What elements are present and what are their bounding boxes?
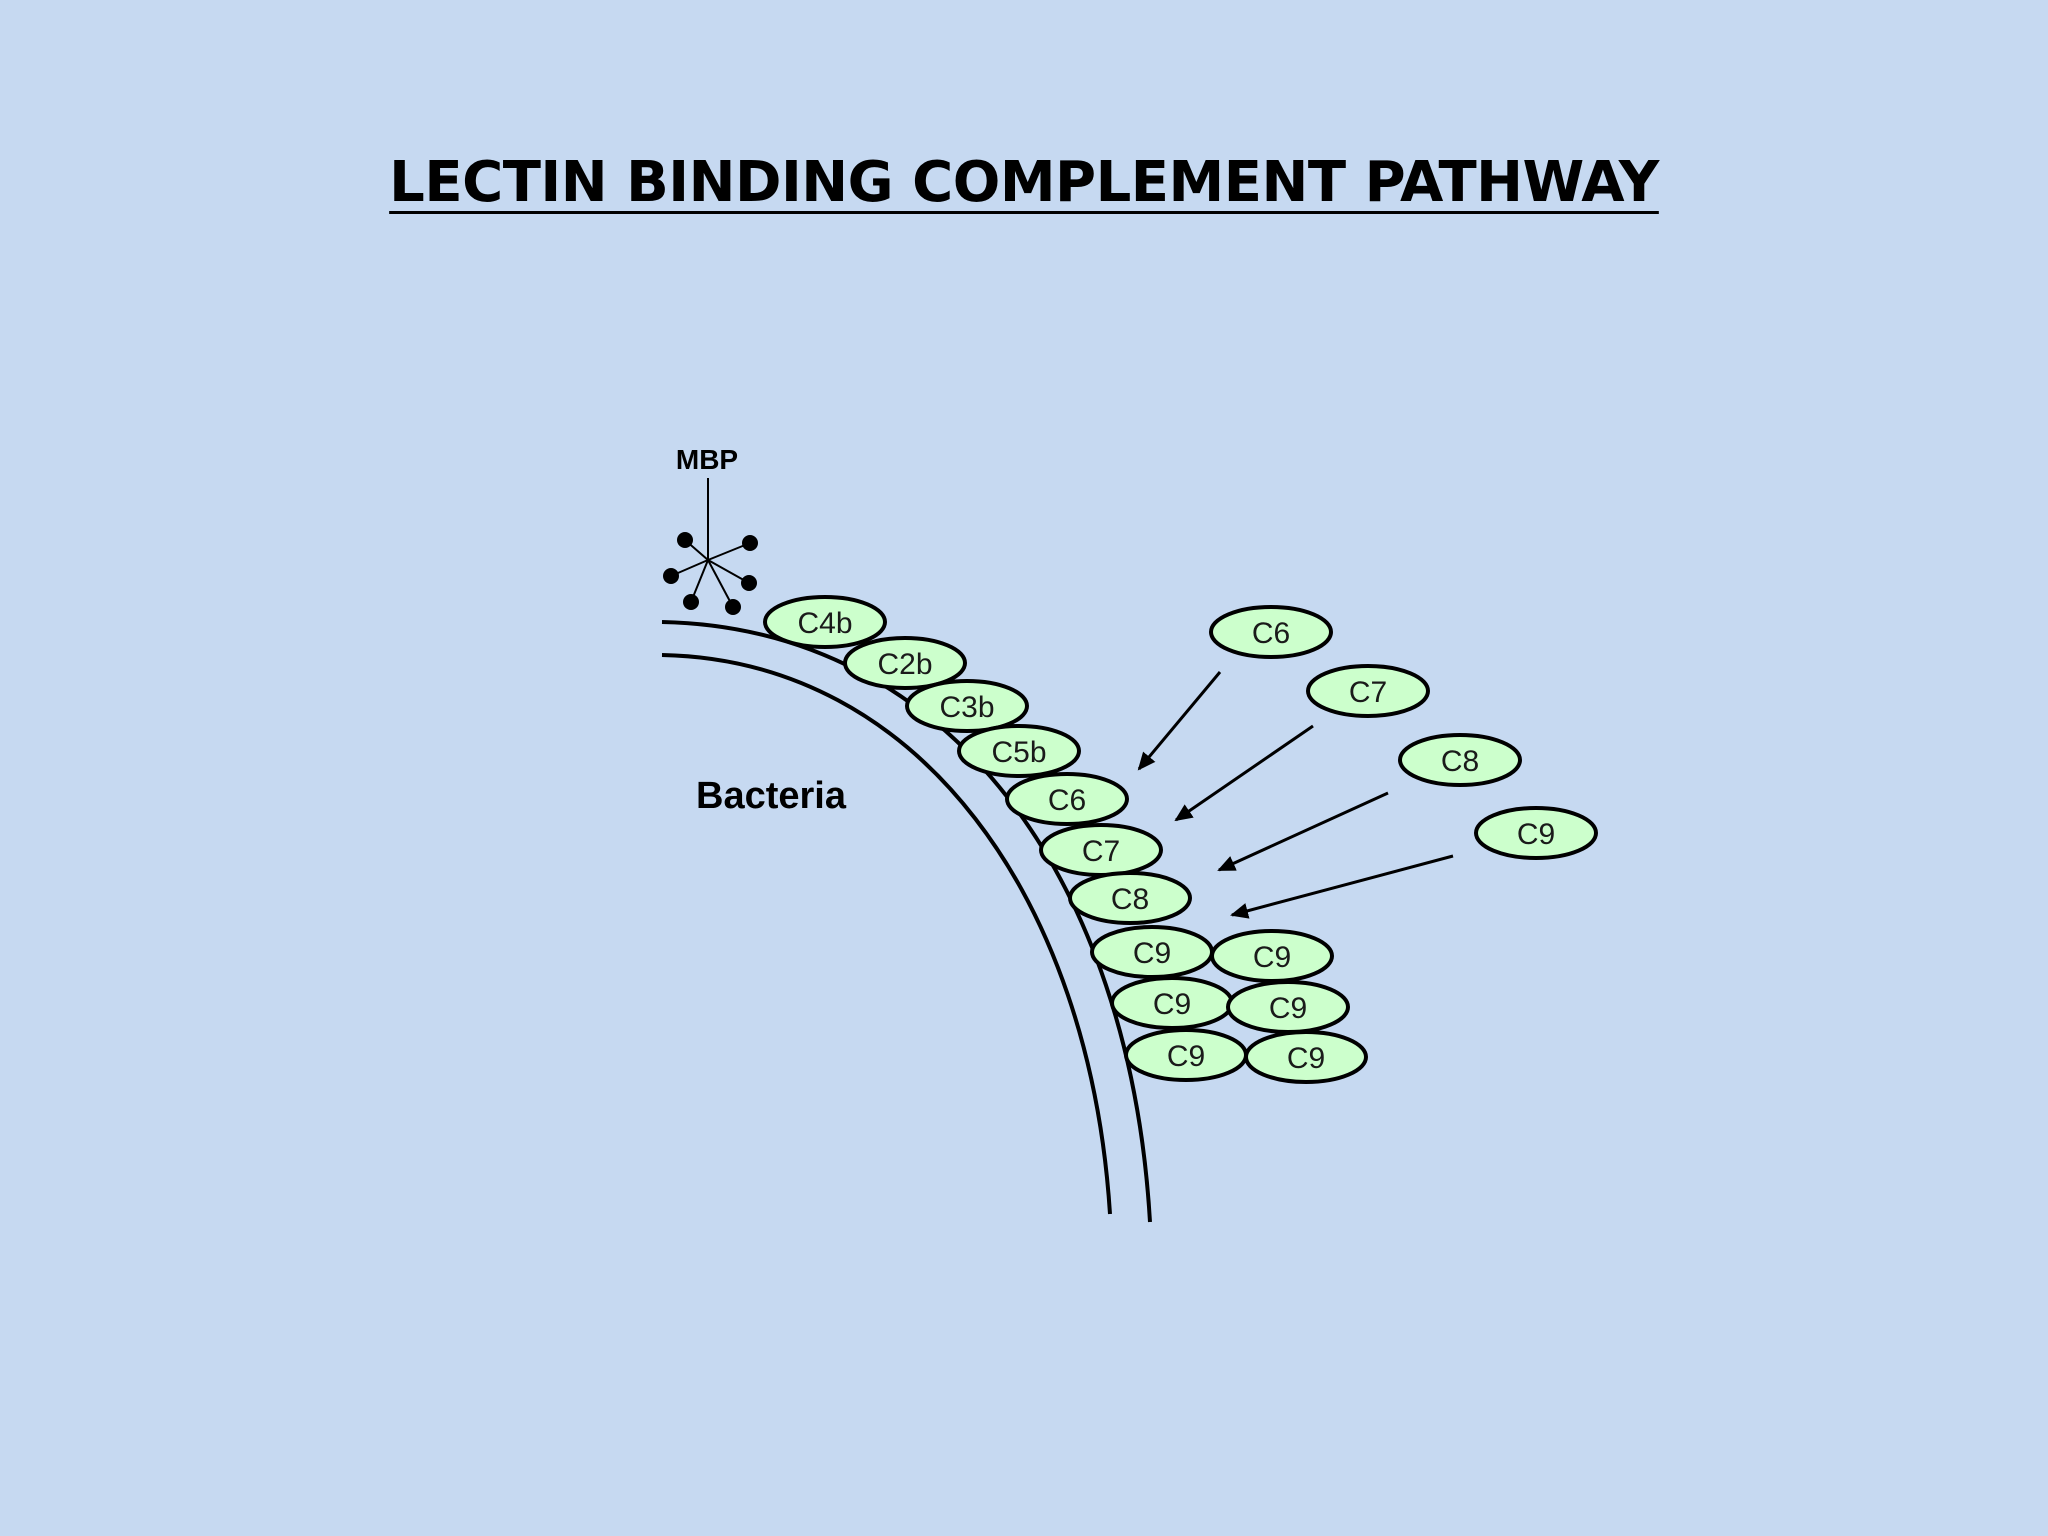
bacteria-label: Bacteria <box>696 775 847 817</box>
arrow-c9 <box>1230 854 1454 919</box>
membrane-component: C6 <box>1005 772 1129 826</box>
svg-text:C9: C9 <box>1253 941 1291 974</box>
svg-text:C9: C9 <box>1167 1040 1205 1073</box>
incoming-component: C6 <box>1209 605 1333 659</box>
svg-text:C3b: C3b <box>939 691 994 724</box>
bacteria-membrane-outer <box>661 620 1152 1223</box>
svg-text:C2b: C2b <box>877 648 932 681</box>
slide-title: LECTIN BINDING COMPLEMENT PATHWAY <box>389 150 1659 215</box>
svg-text:C4b: C4b <box>797 607 852 640</box>
c9-pore-component: C9 <box>1244 1030 1368 1084</box>
svg-text:C5b: C5b <box>991 736 1046 769</box>
incoming-component: C8 <box>1398 733 1522 787</box>
svg-text:C9: C9 <box>1517 818 1555 851</box>
svg-text:C6: C6 <box>1252 617 1290 650</box>
arrow-c6 <box>1137 671 1222 771</box>
svg-text:C7: C7 <box>1349 676 1387 709</box>
arrow-c8 <box>1217 791 1389 872</box>
incoming-component: C9 <box>1474 806 1598 860</box>
svg-text:C8: C8 <box>1111 883 1149 916</box>
mbp-molecule-icon <box>663 478 758 615</box>
membrane-component: C7 <box>1039 823 1163 877</box>
membrane-component: C4b <box>763 595 887 649</box>
membrane-component: C3b <box>905 679 1029 733</box>
svg-text:C9: C9 <box>1269 992 1307 1025</box>
membrane-component: C5b <box>957 724 1081 778</box>
c9-pore-component: C9 <box>1210 929 1334 983</box>
svg-text:C8: C8 <box>1441 745 1479 778</box>
svg-text:C7: C7 <box>1082 835 1120 868</box>
arrow-c7 <box>1174 724 1314 822</box>
svg-text:C9: C9 <box>1133 937 1171 970</box>
mbp-label: MBP <box>676 444 738 475</box>
bacteria-membrane-inner <box>661 653 1112 1215</box>
incoming-component: C7 <box>1306 664 1430 718</box>
membrane-component: C2b <box>843 636 967 690</box>
svg-text:C9: C9 <box>1153 988 1191 1021</box>
c9-pore-component: C9 <box>1090 925 1214 979</box>
membrane-component: C8 <box>1068 871 1192 925</box>
svg-text:C9: C9 <box>1287 1042 1325 1075</box>
svg-text:C6: C6 <box>1048 784 1086 817</box>
c9-pore-component: C9 <box>1110 976 1234 1030</box>
c9-pore-component: C9 <box>1226 980 1350 1034</box>
c9-pore-component: C9 <box>1124 1028 1248 1082</box>
